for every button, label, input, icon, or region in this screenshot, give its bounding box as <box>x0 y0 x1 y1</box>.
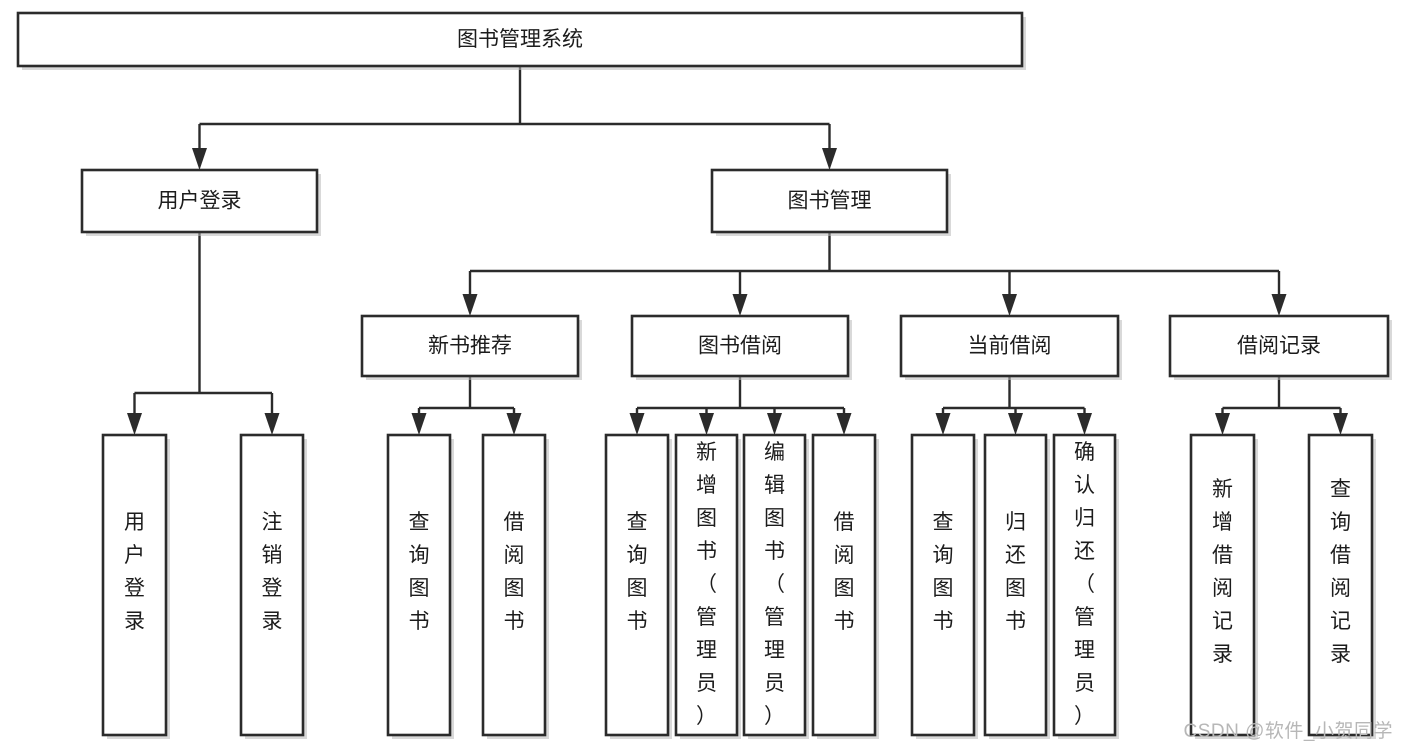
node-box[interactable] <box>239 433 305 737</box>
node-box[interactable] <box>899 314 1120 378</box>
node-box[interactable] <box>1307 433 1374 737</box>
node-box[interactable] <box>710 168 949 234</box>
node-leaf-query-book-3[interactable]: 查询图书 <box>910 433 978 739</box>
node-box[interactable] <box>630 314 850 378</box>
node-label: 图书管理 <box>788 190 872 213</box>
node-leaf-user-login[interactable]: 用户登录 <box>101 433 170 739</box>
node-current-borrow[interactable]: 当前借阅 <box>899 314 1122 380</box>
node-leaf-add-book[interactable]: 新增图书（管理员） <box>674 433 741 739</box>
node-label: 图书管理系统 <box>457 28 583 51</box>
node-leaf-query-book-2[interactable]: 查询图书 <box>604 433 672 739</box>
node-label: 借阅图书 <box>504 511 525 633</box>
node-user-login[interactable]: 用户登录 <box>80 168 321 236</box>
node-label: 借阅图书 <box>834 511 855 633</box>
nodes-layer: 图书管理系统用户登录图书管理新书推荐图书借阅当前借阅借阅记录用户登录注销登录查询… <box>16 11 1392 739</box>
edges-layer <box>127 66 1348 435</box>
node-box[interactable] <box>80 168 319 234</box>
edge-group-borrow-record <box>1215 376 1348 435</box>
node-book-manage[interactable]: 图书管理 <box>710 168 951 236</box>
edge-group-book-manage <box>462 232 1287 316</box>
node-box[interactable] <box>386 433 452 737</box>
node-box[interactable] <box>1168 314 1390 378</box>
node-label: 确认归还（管理员） <box>1074 441 1095 728</box>
node-label: 查询图书 <box>627 511 648 633</box>
node-box[interactable] <box>910 433 976 737</box>
node-label: 查询借阅记录 <box>1330 478 1351 666</box>
node-label: 新增借阅记录 <box>1212 478 1233 666</box>
node-label: 当前借阅 <box>968 335 1052 358</box>
node-book-borrow[interactable]: 图书借阅 <box>630 314 852 380</box>
node-root[interactable]: 图书管理系统 <box>16 11 1026 70</box>
node-label: 编辑图书（管理员） <box>764 441 785 728</box>
edge-group-root <box>192 66 837 170</box>
node-box[interactable] <box>1189 433 1256 737</box>
edge-group-user-login <box>127 232 280 435</box>
node-box[interactable] <box>101 433 168 737</box>
watermark-text: CSDN @软件_小贺同学 <box>1183 721 1393 742</box>
node-label: 用户登录 <box>158 190 242 213</box>
node-leaf-edit-book[interactable]: 编辑图书（管理员） <box>742 433 809 739</box>
node-box[interactable] <box>811 433 877 737</box>
node-leaf-confirm-return[interactable]: 确认归还（管理员） <box>1052 433 1119 739</box>
node-leaf-return-book[interactable]: 归还图书 <box>983 433 1050 739</box>
node-box[interactable] <box>360 314 580 378</box>
node-label: 注销登录 <box>262 511 283 633</box>
node-box[interactable] <box>604 433 670 737</box>
edge-group-current-borrow <box>935 376 1092 435</box>
node-box[interactable] <box>983 433 1048 737</box>
node-leaf-borrow-book-1[interactable]: 借阅图书 <box>481 433 549 739</box>
node-leaf-logout[interactable]: 注销登录 <box>239 433 307 739</box>
node-leaf-borrow-book-2[interactable]: 借阅图书 <box>811 433 879 739</box>
node-label: 用户登录 <box>124 511 145 633</box>
node-label: 新书推荐 <box>428 335 512 358</box>
node-box[interactable] <box>1052 433 1117 737</box>
node-label: 归还图书 <box>1005 511 1026 633</box>
node-label: 查询图书 <box>933 511 954 633</box>
node-label: 新增图书（管理员） <box>696 441 717 728</box>
node-borrow-record[interactable]: 借阅记录 <box>1168 314 1392 380</box>
node-label: 查询图书 <box>409 511 430 633</box>
node-box[interactable] <box>742 433 807 737</box>
node-new-book-recommend[interactable]: 新书推荐 <box>360 314 582 380</box>
node-label: 图书借阅 <box>698 335 782 358</box>
node-label: 借阅记录 <box>1237 335 1321 358</box>
node-leaf-add-record[interactable]: 新增借阅记录 <box>1189 433 1258 739</box>
node-leaf-query-book-1[interactable]: 查询图书 <box>386 433 454 739</box>
node-box[interactable] <box>16 11 1024 68</box>
node-box[interactable] <box>674 433 739 737</box>
edge-group-book-borrow <box>629 376 852 435</box>
node-box[interactable] <box>481 433 547 737</box>
node-leaf-query-record[interactable]: 查询借阅记录 <box>1307 433 1376 739</box>
edge-group-new-book-recommend <box>411 376 522 435</box>
